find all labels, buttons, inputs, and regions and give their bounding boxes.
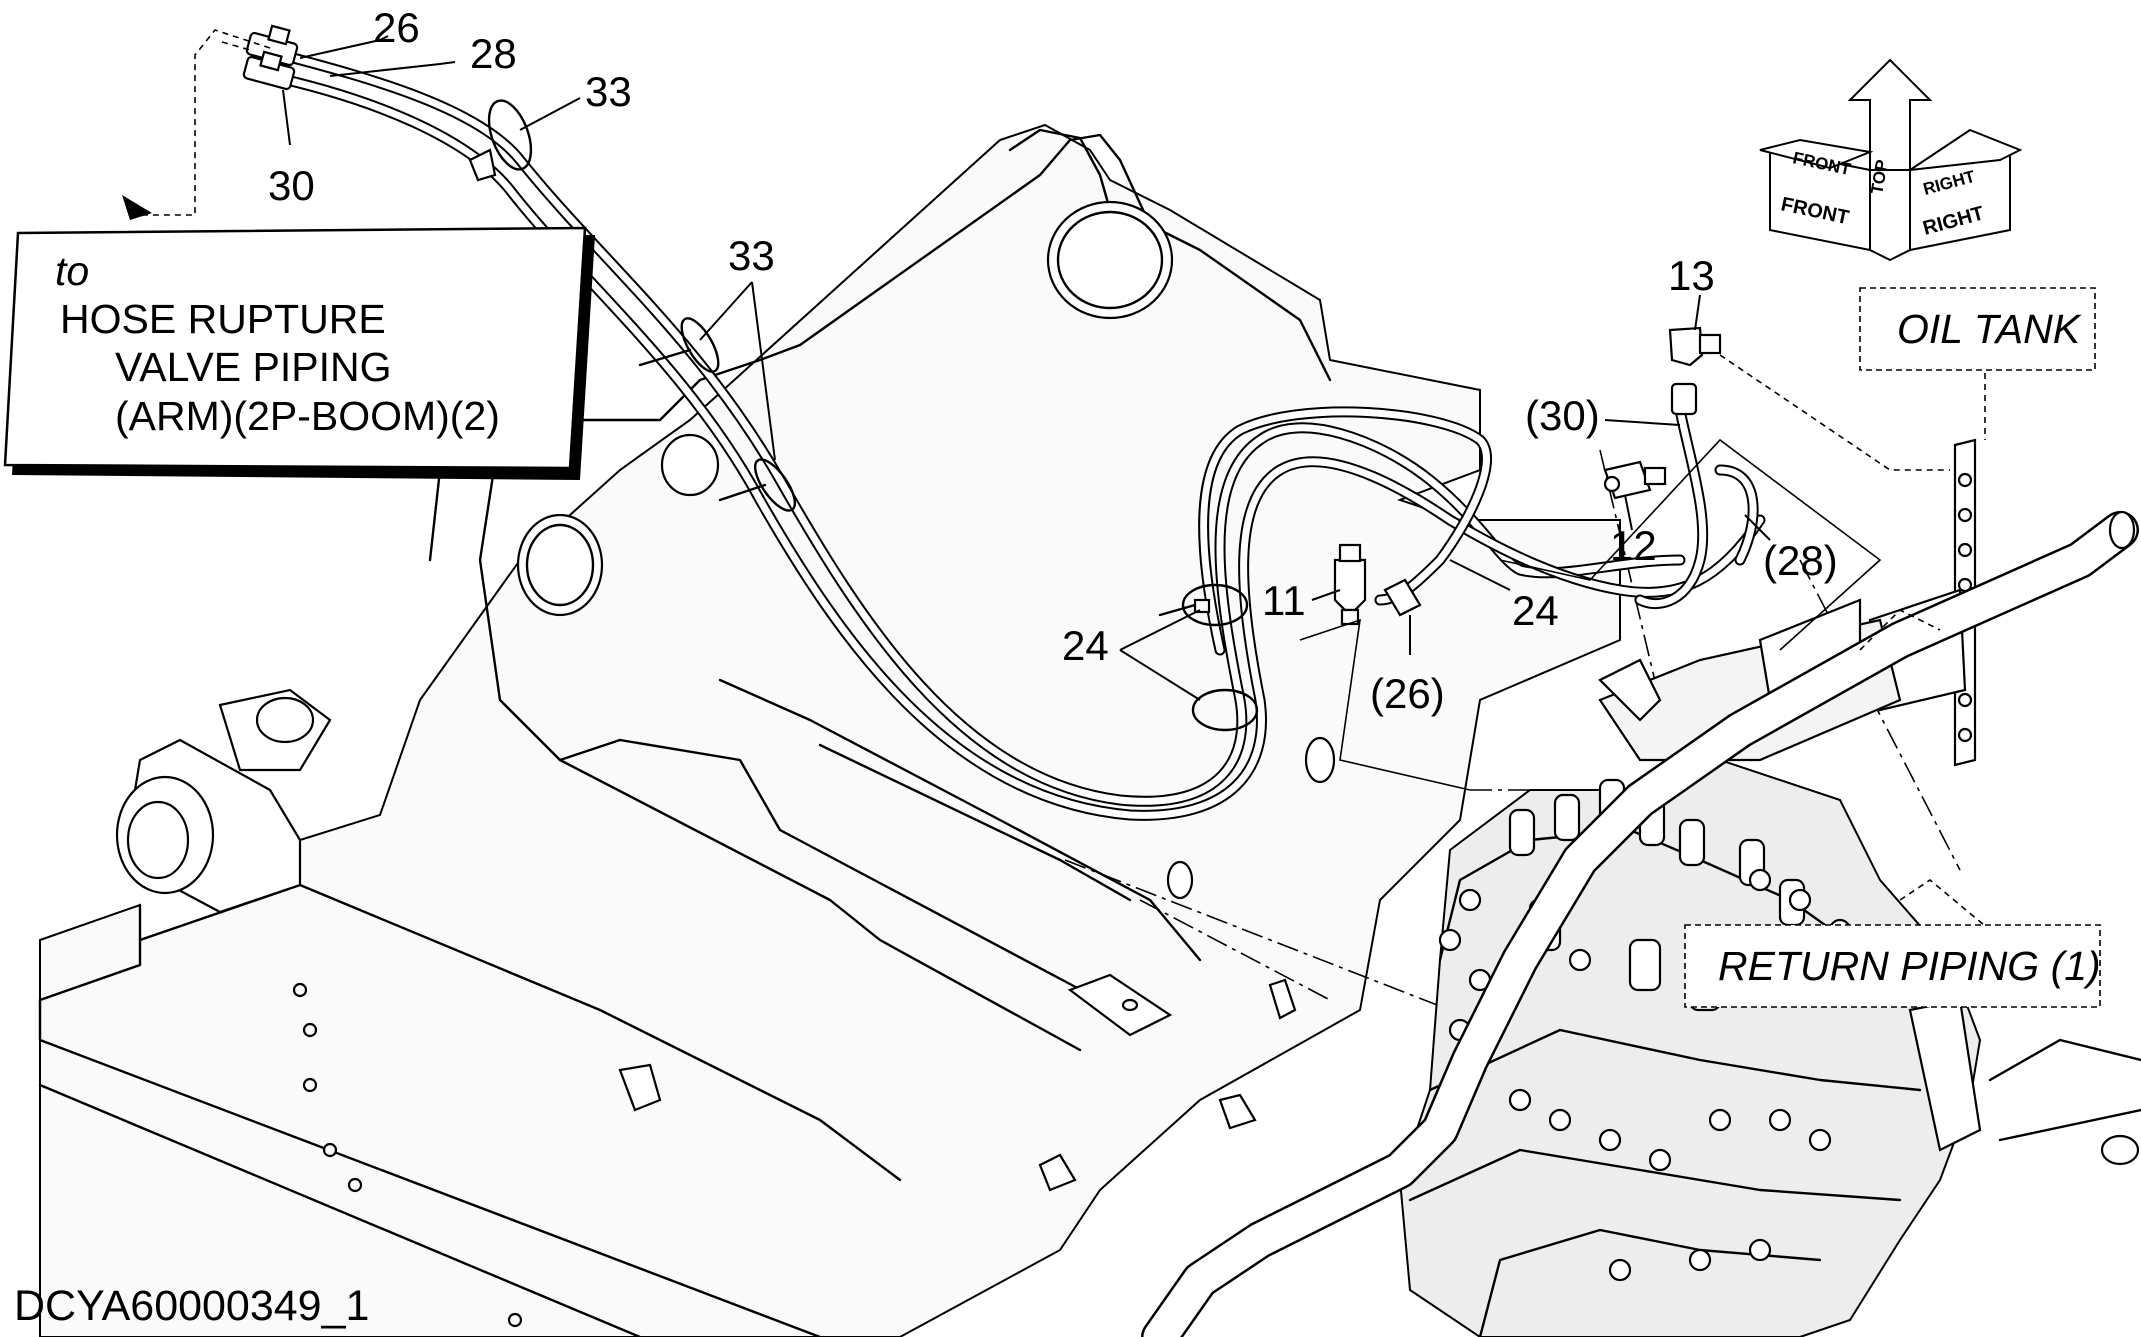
part-26-paren-label: (26) [1370,670,1445,717]
leader-lines [282,35,1771,701]
control-valve [1398,758,2141,1337]
oil-tank-label: OIL TANK [1897,306,2082,352]
drawing-code: DCYA60000349_1 [14,1282,369,1330]
callout-box-hose-rupture [3,226,595,480]
part-33-top-label: 33 [585,68,632,115]
part-33-mid-label: 33 [728,232,775,279]
fittings [1333,326,1722,626]
callout-line-4: (ARM)(2P-BOOM)(2) [115,393,500,439]
part-30-left-label: 30 [268,162,315,209]
callout-line-2: HOSE RUPTURE [60,296,386,342]
oil-tank-box [1859,287,2096,371]
return-piping-label: RETURN PIPING (1) [1718,943,2101,989]
callout-line-3: VALVE PIPING [115,344,391,390]
part-24-right-label: 24 [1512,587,1559,634]
part-24-left-label: 24 [1062,622,1109,669]
callout-line-1: to [55,248,89,294]
part-13-label: 13 [1668,252,1715,299]
part-12-label: 12 [1610,522,1657,569]
part-28-paren-label: (28) [1763,537,1838,584]
part-30-paren-label: (30) [1525,392,1600,439]
return-pipe [1141,510,2139,1337]
return-piping-box [1684,924,2101,1008]
clamps [468,99,1259,732]
orientation-indicator: FRONT FRONT TOP RIGHT RIGHT [1759,58,2023,262]
part-number-labels: 26 28 33 30 33 13 (30) 12 (28) 11 24 24 … [268,4,1838,717]
part-26-top-label: 26 [373,4,420,51]
part-11-label: 11 [1262,577,1306,624]
part-28-top-label: 28 [470,30,517,77]
arrow-to-hose-rupture [122,195,152,220]
machine-frame [38,123,1961,1337]
callout-text: to HOSE RUPTURE VALVE PIPING (ARM)(2P-BO… [55,248,500,439]
